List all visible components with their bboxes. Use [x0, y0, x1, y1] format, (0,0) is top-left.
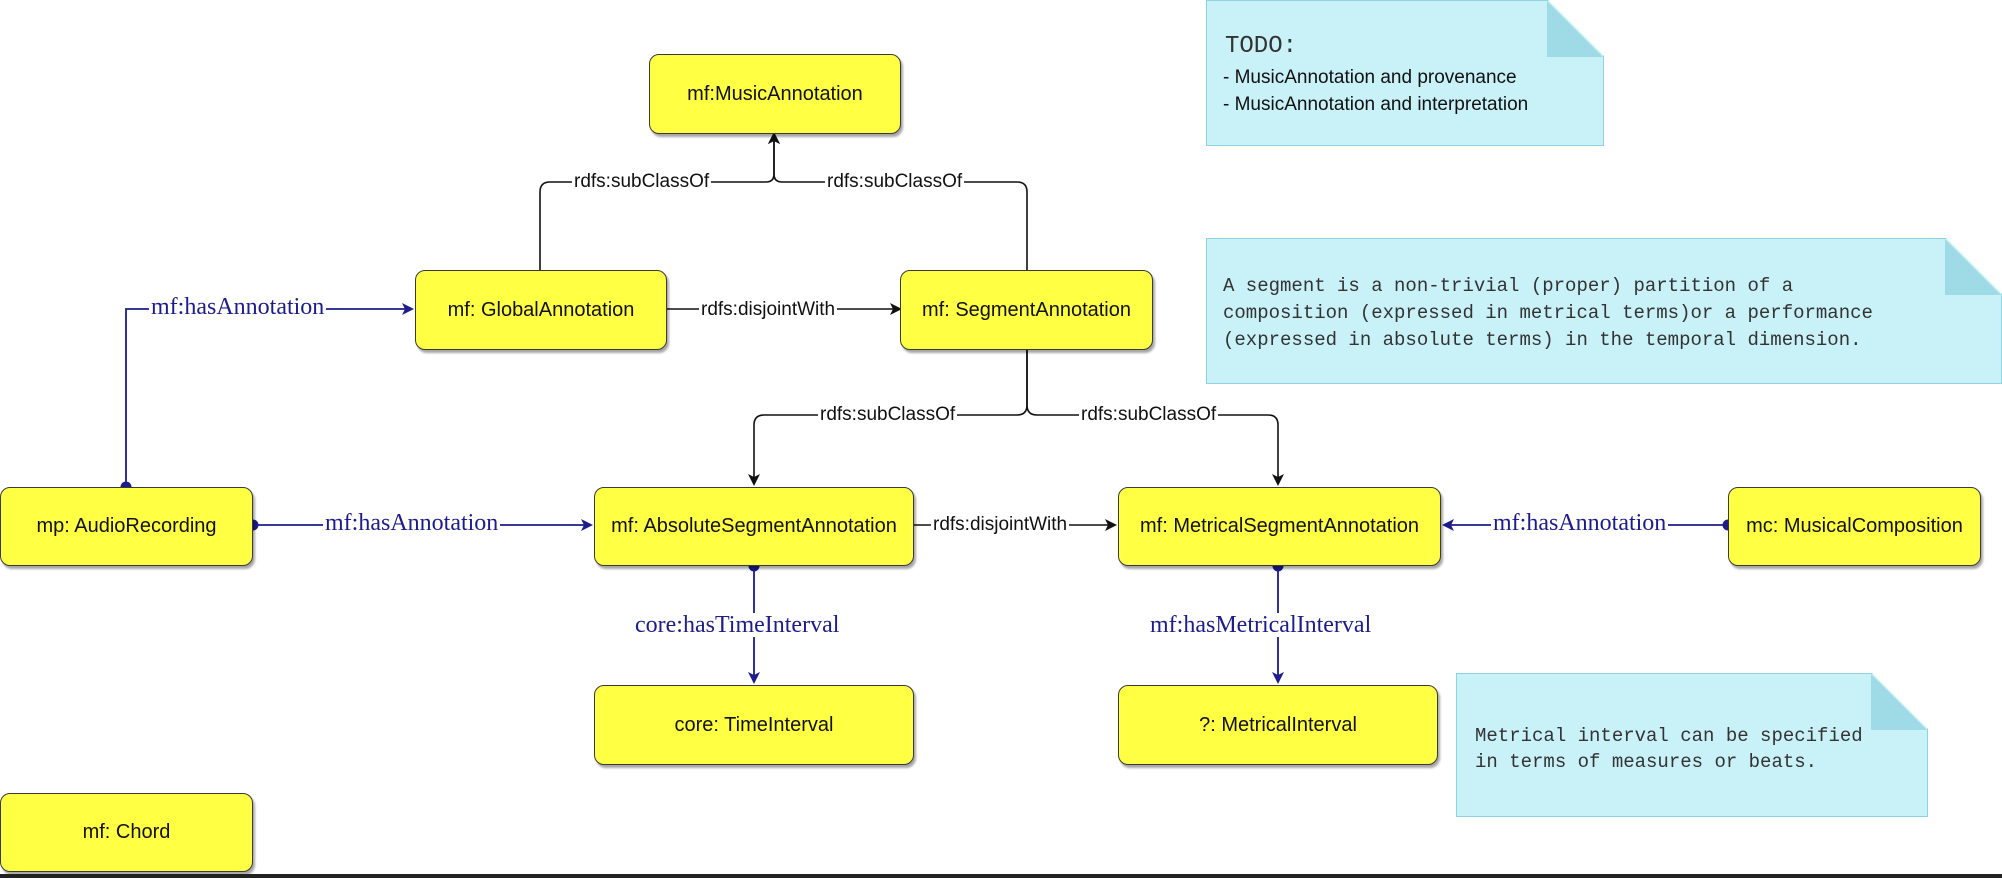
edge-label-has-time-interval: core:hasTimeInterval	[633, 612, 842, 638]
segment-note-line: A segment is a non-trivial (proper) part…	[1223, 275, 1794, 297]
edge-label-audio-has-absolute: mf:hasAnnotation	[323, 510, 501, 536]
edge-segment-subclassof	[768, 132, 1028, 270]
node-metrical-segment-annotation-label: mf: MetricalSegmentAnnotation	[1139, 515, 1420, 537]
edge-label-absolute-subclassof: rdfs:subClassOf	[818, 404, 958, 425]
node-chord[interactable]: mf: Chord	[0, 793, 253, 872]
node-chord-label: mf: Chord	[82, 821, 171, 843]
edge-label-absolute-disjoint: rdfs:disjointWith	[931, 514, 1070, 535]
node-time-interval[interactable]: core: TimeInterval	[594, 685, 914, 765]
node-metrical-interval[interactable]: ?: MetricalInterval	[1118, 685, 1438, 765]
edge-global-subclassof	[539, 132, 780, 270]
node-metrical-segment-annotation[interactable]: mf: MetricalSegmentAnnotation	[1118, 487, 1441, 566]
edge-label-composition-has-metrical: mf:hasAnnotation	[1491, 510, 1669, 536]
segment-note-line: composition (expressed in metrical terms…	[1223, 302, 1873, 324]
todo-note-item: - MusicAnnotation and provenance	[1223, 67, 1517, 88]
node-musical-composition[interactable]: mc: MusicalComposition	[1728, 487, 1981, 566]
node-audio-recording-label: mp: AudioRecording	[36, 515, 217, 537]
metrical-note-line: Metrical interval can be specified	[1475, 725, 1863, 747]
segment-note-line: (expressed in absolute terms) in the tem…	[1223, 329, 1862, 351]
edge-label-audio-has-global: mf:hasAnnotation	[149, 294, 327, 320]
segment-definition-note[interactable]: A segment is a non-trivial (proper) part…	[1206, 238, 2002, 384]
node-metrical-interval-label: ?: MetricalInterval	[1199, 713, 1357, 736]
todo-note-title: TODO:	[1225, 33, 1298, 60]
edge-label-global-disjoint: rdfs:disjointWith	[699, 299, 838, 320]
edge-audio-has-global	[125, 303, 414, 487]
metrical-note-line: in terms of measures or beats.	[1475, 751, 1818, 773]
node-segment-annotation[interactable]: mf: SegmentAnnotation	[900, 270, 1153, 350]
node-segment-annotation-label: mf: SegmentAnnotation	[921, 298, 1131, 321]
node-musical-composition-label: mc: MusicalComposition	[1746, 515, 1963, 537]
node-time-interval-label: core: TimeInterval	[674, 713, 834, 736]
node-music-annotation[interactable]: mf:MusicAnnotation	[649, 54, 901, 134]
todo-note[interactable]: TODO: - MusicAnnotation and provenance -…	[1206, 0, 1604, 146]
node-music-annotation-label: mf:MusicAnnotation	[687, 82, 863, 105]
edge-label-segment-subclassof: rdfs:subClassOf	[825, 171, 965, 192]
node-global-annotation[interactable]: mf: GlobalAnnotation	[415, 270, 667, 350]
bottom-border	[0, 874, 2002, 878]
node-global-annotation-label: mf: GlobalAnnotation	[447, 298, 635, 321]
todo-note-item: - MusicAnnotation and interpretation	[1223, 94, 1529, 115]
metrical-interval-note[interactable]: Metrical interval can be specified in te…	[1456, 673, 1928, 817]
node-audio-recording[interactable]: mp: AudioRecording	[0, 487, 253, 566]
node-absolute-segment-annotation-label: mf: AbsoluteSegmentAnnotation	[611, 515, 897, 537]
edge-label-has-metrical-interval: mf:hasMetricalInterval	[1148, 612, 1374, 638]
node-absolute-segment-annotation[interactable]: mf: AbsoluteSegmentAnnotation	[594, 487, 914, 566]
edge-label-global-subclassof: rdfs:subClassOf	[572, 171, 712, 192]
edge-label-metrical-subclassof: rdfs:subClassOf	[1079, 404, 1219, 425]
